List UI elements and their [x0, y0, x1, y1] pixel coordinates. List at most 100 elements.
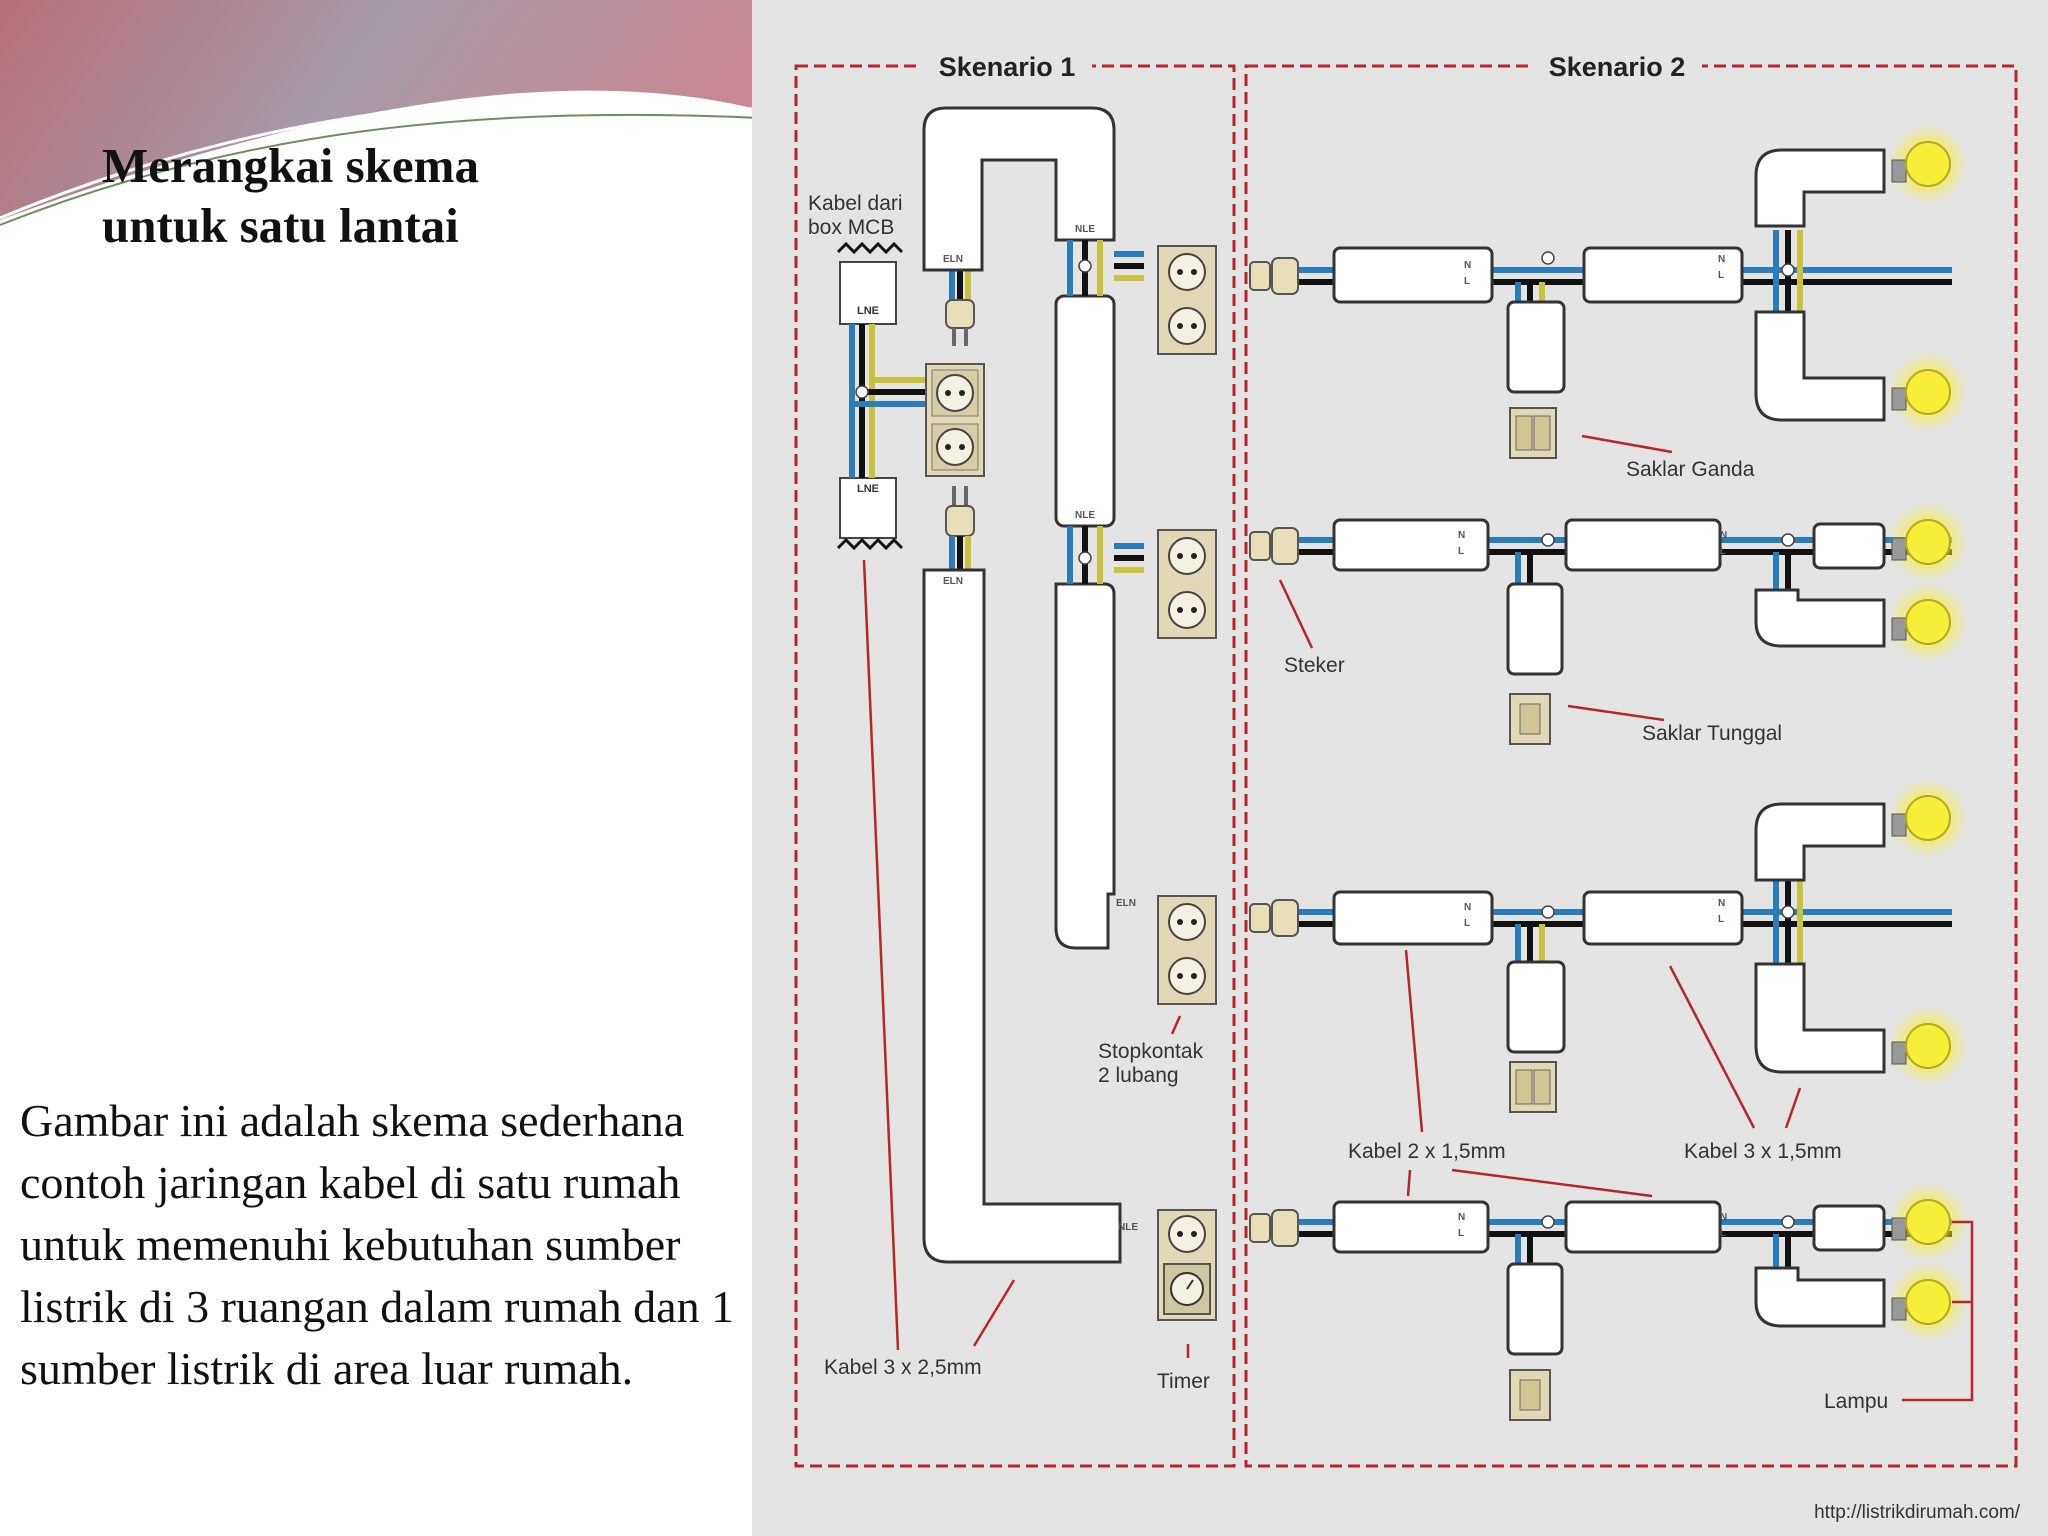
s2-row2-single-switch — [1509, 693, 1551, 745]
header-band — [0, 0, 760, 220]
label-saklar-ganda: Saklar Ganda — [1626, 458, 1755, 481]
s2-row4-conduit-a — [1332, 1200, 1490, 1254]
label-box-mcb: box MCB — [808, 216, 894, 239]
label-2-lubang: 2 lubang — [1098, 1064, 1179, 1087]
leader-steker — [1278, 579, 1314, 649]
label-saklar-tunggal: Saklar Tunggal — [1642, 722, 1782, 745]
conduit-lower-mark-top: ELN — [943, 576, 963, 587]
s2-row3-a-l: L — [1464, 918, 1470, 929]
lamp-5 — [1888, 778, 1968, 858]
s2-row4-plug — [1249, 1213, 1271, 1243]
conduit-upper-mark-right: NLE — [1075, 224, 1095, 235]
title-line-2: untuk satu lantai — [102, 198, 459, 253]
label-kabel-2x15: Kabel 2 x 1,5mm — [1348, 1140, 1506, 1163]
s2-row1-b-n: N — [1718, 254, 1725, 265]
conduit-lower — [922, 568, 1122, 1264]
socket-1 — [1157, 245, 1217, 355]
socket-2 — [1157, 529, 1217, 639]
header-swoosh-green — [0, 113, 760, 226]
conduit-right-1 — [1054, 294, 1116, 528]
s2-row4-switch-conduit — [1506, 1262, 1564, 1356]
s2-row3-switch-conduit — [1506, 960, 1566, 1054]
conduit-upper: ELN NLE — [922, 106, 1116, 272]
title-line-1: Merangkai skema — [102, 138, 479, 193]
mcb-terminal-mark: LNE — [857, 305, 879, 317]
lamp-2 — [1888, 352, 1968, 432]
s2-row3-b-l: L — [1718, 914, 1724, 925]
s2-row3-b-n: N — [1718, 898, 1725, 909]
s2-row3-plug — [1249, 903, 1271, 933]
conduit-lower-mark-end: NLE — [1118, 1222, 1138, 1233]
s2-row1-lamp-conduit-bottom — [1754, 310, 1886, 422]
lamp-6 — [1888, 1006, 1968, 1086]
leader-stopkontak — [1170, 1015, 1182, 1035]
conduit-right-1-mark: NLE — [1075, 510, 1095, 521]
leader-kabel-2x15-right — [1451, 1168, 1653, 1198]
leader-kabel-3x25-right — [972, 1279, 1016, 1347]
s2-row1-b-l: L — [1718, 270, 1724, 281]
mcb-wires — [849, 324, 932, 478]
s2-row4-a-l: L — [1458, 1228, 1464, 1239]
s2-row2-a-l: L — [1458, 546, 1464, 557]
s2-row4-conduit-b — [1564, 1200, 1722, 1254]
leader-lampu — [1902, 1220, 1974, 1402]
mcb-cable-source: LNE LNE — [836, 241, 904, 551]
scenario1-wires — [1067, 240, 1144, 584]
socket-mcb — [925, 363, 985, 477]
s2-row2: N L N L — [1249, 518, 1952, 745]
socket-3 — [1157, 895, 1217, 1005]
s2-row1-conduit-b — [1582, 246, 1744, 304]
scenario2-title: Skenario 2 — [1549, 52, 1686, 82]
leader-kabel-2x15-down — [1406, 1169, 1412, 1197]
label-kabel-3x15: Kabel 3 x 1,5mm — [1684, 1140, 1842, 1163]
s2-row4-a-n: N — [1458, 1212, 1465, 1223]
socket-timer — [1157, 1209, 1217, 1321]
s2-row4-b-l: L — [1720, 1228, 1726, 1239]
mcb-terminal-mark-2: LNE — [857, 483, 879, 495]
leader-kabel-3x15-right — [1784, 1087, 1802, 1129]
leader-kabel-3x25-left — [862, 559, 900, 1351]
scenario1-title: Skenario 1 — [939, 52, 1076, 82]
slide-title: Merangkai skema untuk satu lantai — [102, 136, 662, 256]
label-steker: Steker — [1284, 654, 1345, 677]
s2-row4: N L N L — [1249, 1200, 1952, 1421]
lamp-8 — [1888, 1262, 1968, 1342]
header-swoosh-white — [0, 97, 760, 220]
s2-row4-lamp-conduit-top — [1812, 1204, 1886, 1252]
conduit-right-2 — [1054, 582, 1116, 950]
label-stopkontak: Stopkontak — [1098, 1040, 1204, 1063]
s2-row2-conduit-b — [1564, 518, 1722, 572]
plug-lower — [945, 486, 975, 572]
s2-row3-conduit-b — [1582, 890, 1744, 946]
scenario2-title-bg — [1532, 48, 1702, 84]
s2-row2-lamp-conduit-top — [1812, 522, 1886, 570]
s2-row4-b-n: N — [1720, 1212, 1727, 1223]
source-url: http://listrikdirumah.com/ — [1814, 1502, 2021, 1523]
s2-row1-switch-conduit — [1506, 300, 1566, 394]
s2-row3-lamp-conduit-bottom — [1754, 962, 1886, 1074]
leader-kabel-3x15-left — [1668, 965, 1756, 1129]
s2-row1-conduit-a — [1332, 246, 1494, 304]
s2-row1: N L N L — [1249, 148, 1952, 459]
s2-row1-lamp-conduit-top — [1754, 148, 1886, 228]
lamp-1 — [1888, 124, 1968, 204]
wiring-diagram: Skenario 1 Skenario 2 LNE LNE Kabel dari… — [752, 0, 2048, 1536]
s2-row2-b-l: L — [1720, 546, 1726, 557]
s2-row2-plug — [1249, 531, 1271, 561]
s2-row1-a-n: N — [1464, 260, 1471, 271]
s2-row3-lamp-conduit-top — [1754, 802, 1886, 882]
conduit-upper-mark-left: ELN — [943, 254, 963, 265]
s2-row4-lamp-conduit-bottom — [1754, 1266, 1886, 1328]
s2-row3: N L N L — [1249, 802, 1952, 1113]
s2-row2-switch-conduit — [1506, 582, 1564, 676]
leader-kabel-2x15-up — [1404, 949, 1424, 1133]
s2-row2-b-n: N — [1720, 530, 1727, 541]
s2-row2-a-n: N — [1458, 530, 1465, 541]
leader-saklar-ganda — [1581, 434, 1673, 454]
label-timer: Timer — [1157, 1370, 1210, 1393]
s2-row2-conduit-a — [1332, 518, 1490, 572]
label-kabel-3x25: Kabel 3 x 2,5mm — [824, 1356, 982, 1379]
label-kabel-dari: Kabel dari — [808, 192, 903, 215]
s2-row3-a-n: N — [1464, 902, 1471, 913]
